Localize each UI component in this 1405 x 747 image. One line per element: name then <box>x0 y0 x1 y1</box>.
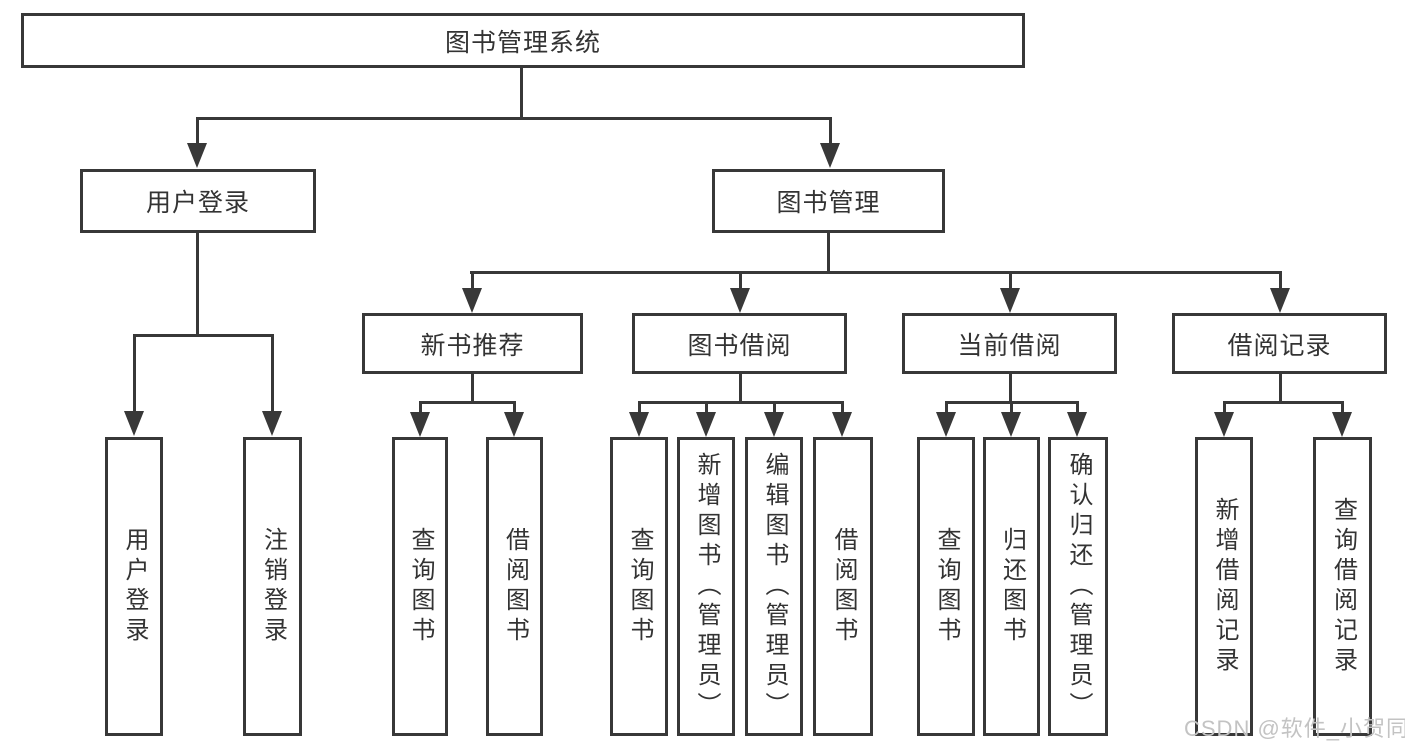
connector-drop <box>1223 401 1226 413</box>
node-label: 当前借阅 <box>957 331 1062 360</box>
arrowhead-icon <box>1270 288 1290 313</box>
connector-drop <box>1010 401 1013 413</box>
leaf-query-books-borrowing: 查询图书 <box>610 437 668 736</box>
leaf-borrow-books-recommend: 借阅图书 <box>486 437 543 736</box>
leaf-borrow-books-borrowing: 借阅图书 <box>813 437 873 736</box>
connector-drop <box>1341 401 1344 413</box>
arrowhead-icon <box>1000 288 1020 313</box>
node-user-login: 用户登录 <box>80 169 316 233</box>
connector-bookmgmt-split <box>470 271 1282 274</box>
connector-borrowing-stem <box>739 374 742 404</box>
connector-userlogin-split <box>133 334 274 337</box>
connector-root-split <box>196 117 831 120</box>
arrowhead-icon <box>1332 412 1352 437</box>
leaf-label: 查询图书 <box>626 526 653 647</box>
node-library-management-system: 图书管理系统 <box>21 13 1025 68</box>
leaf-user-login: 用户登录 <box>105 437 163 736</box>
arrowhead-icon <box>936 412 956 437</box>
connector-drop <box>705 401 708 413</box>
connector-borrowing-split <box>638 401 844 404</box>
connector-drop <box>945 401 948 413</box>
connector-drop <box>638 401 641 413</box>
arrowhead-icon <box>462 288 482 313</box>
leaf-label: 借阅图书 <box>830 526 857 647</box>
csdn-watermark: CSDN @软件_小贺同学 <box>1184 716 1405 741</box>
connector-bookmgmt-stem <box>827 233 830 274</box>
node-label: 图书管理 <box>776 189 881 217</box>
arrowhead-icon <box>410 412 430 437</box>
leaf-return-books: 归还图书 <box>983 437 1040 736</box>
leaf-label: 查询借阅记录 <box>1329 496 1357 677</box>
leaf-label: 用户登录 <box>121 526 148 647</box>
arrowhead-icon <box>832 412 852 437</box>
connector-root-stem <box>520 68 523 118</box>
connector-drop <box>513 401 516 413</box>
node-label: 图书借阅 <box>687 331 792 360</box>
leaf-add-borrow-record: 新增借阅记录 <box>1195 437 1253 736</box>
connector-drop <box>841 401 844 413</box>
node-label: 新书推荐 <box>420 331 525 360</box>
arrowhead-icon <box>629 412 649 437</box>
arrowhead-icon <box>730 288 750 313</box>
leaf-label: 新增图书（管理员） <box>693 451 720 722</box>
connector-drop <box>739 271 742 289</box>
arrowhead-icon <box>696 412 716 437</box>
connector-drop <box>419 401 422 413</box>
leaf-label: 查询图书 <box>933 526 960 647</box>
connector-drop <box>133 334 136 412</box>
node-borrow-records: 借阅记录 <box>1172 313 1387 374</box>
connector-drop <box>1009 271 1012 289</box>
node-book-borrowing: 图书借阅 <box>632 313 847 374</box>
connector-records-split <box>1223 401 1343 404</box>
connector-drop <box>471 271 474 289</box>
leaf-add-books-admin: 新增图书（管理员） <box>677 437 735 736</box>
connector-drop <box>271 334 274 412</box>
leaf-query-books-current: 查询图书 <box>917 437 975 736</box>
node-label: 图书管理系统 <box>444 28 601 57</box>
connector-records-stem <box>1279 374 1282 404</box>
connector-drop <box>196 117 199 145</box>
arrowhead-icon <box>187 143 207 168</box>
arrowhead-icon <box>820 143 840 168</box>
leaf-edit-books-admin: 编辑图书（管理员） <box>745 437 803 736</box>
node-label: 借阅记录 <box>1227 331 1332 360</box>
connector-recommend-stem <box>471 374 474 404</box>
arrowhead-icon <box>764 412 784 437</box>
leaf-label: 查询图书 <box>407 526 434 647</box>
arrowhead-icon <box>1067 412 1087 437</box>
arrowhead-icon <box>1001 412 1021 437</box>
connector-drop <box>1076 401 1079 413</box>
connector-userlogin-stem <box>196 233 199 336</box>
leaf-label: 注销登录 <box>259 526 287 647</box>
connector-drop <box>1279 271 1282 289</box>
arrowhead-icon <box>504 412 524 437</box>
connector-recommend-split <box>419 401 516 404</box>
connector-current-stem <box>1009 374 1012 404</box>
leaf-label: 归还图书 <box>998 526 1026 647</box>
leaf-confirm-return-admin: 确认归还（管理员） <box>1048 437 1108 736</box>
connector-drop <box>773 401 776 413</box>
connector-drop <box>829 117 832 145</box>
leaf-label: 编辑图书（管理员） <box>761 451 788 722</box>
leaf-label: 借阅图书 <box>501 526 529 647</box>
arrowhead-icon <box>124 411 144 436</box>
leaf-query-borrow-record: 查询借阅记录 <box>1313 437 1372 736</box>
node-current-borrowing: 当前借阅 <box>902 313 1117 374</box>
leaf-label: 确认归还（管理员） <box>1065 451 1092 722</box>
leaf-label: 新增借阅记录 <box>1211 496 1238 677</box>
node-label: 用户登录 <box>145 189 250 217</box>
node-book-management: 图书管理 <box>712 169 945 233</box>
leaf-logout: 注销登录 <box>243 437 302 736</box>
arrowhead-icon <box>262 411 282 436</box>
node-new-book-recommend: 新书推荐 <box>362 313 583 374</box>
leaf-query-books-recommend: 查询图书 <box>392 437 448 736</box>
arrowhead-icon <box>1214 412 1234 437</box>
